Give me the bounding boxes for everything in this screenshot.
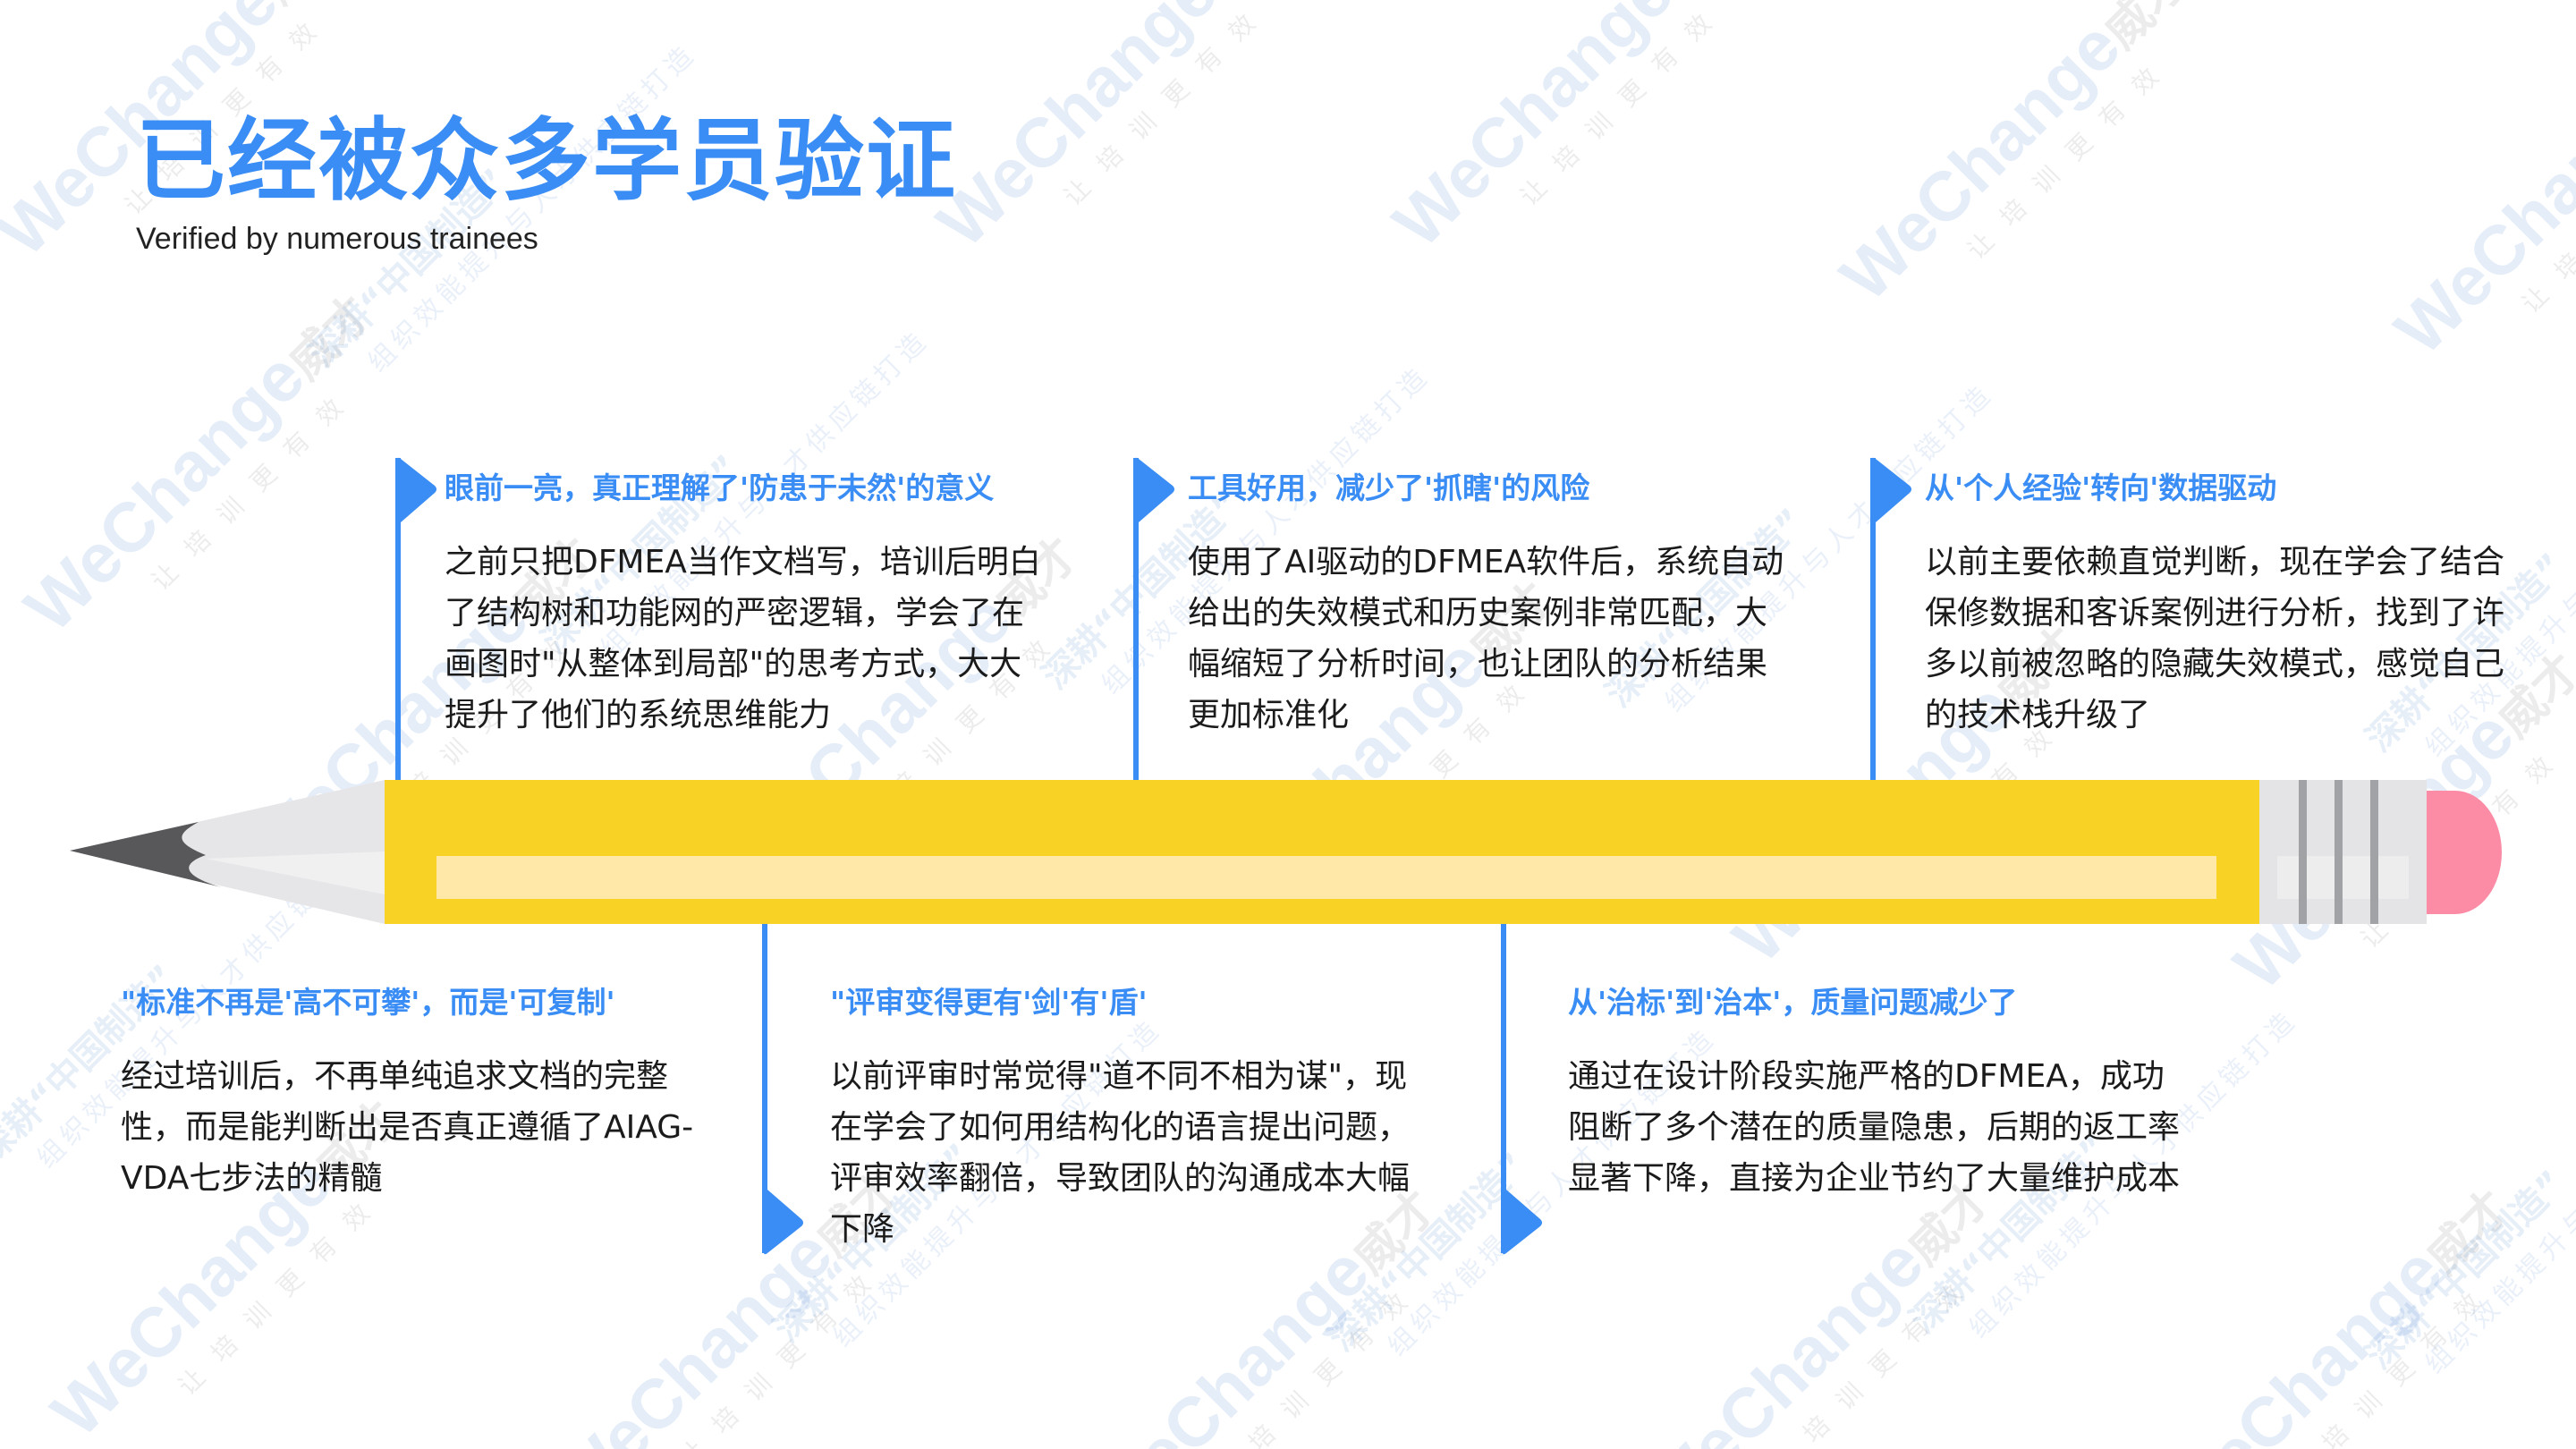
testimonial-card: "评审变得更有'剑'有'盾' 以前评审时常觉得"道不同不相为谋"，现在学会了如何… [830, 985, 1420, 1255]
testimonial-heading: "评审变得更有'剑'有'盾' [830, 985, 1148, 1020]
flag-pole [762, 924, 767, 1253]
flag-pole [1133, 458, 1139, 780]
flag-icon [397, 457, 436, 522]
testimonial-heading: "标准不再是'高不可攀'，而是'可复制' [121, 985, 615, 1020]
testimonial-heading: 眼前一亮，真正理解了'防患于未然'的意义 [445, 470, 995, 505]
flag-pole [1870, 458, 1876, 780]
testimonial-card: 从'个人经验'转向'数据驱动 以前主要依赖直觉判断，现在学会了结合保修数据和客诉… [1925, 470, 2533, 741]
pencil-highlight [436, 856, 2216, 899]
testimonial-heading: 从'个人经验'转向'数据驱动 [1925, 470, 2277, 505]
flag-icon [1135, 457, 1174, 522]
testimonial-body: 以前主要依赖直觉判断，现在学会了结合保修数据和客诉案例进行分析，找到了许多以前被… [1925, 544, 2505, 733]
pencil-wood-icon [70, 780, 385, 924]
testimonial-body: 之前只把DFMEA当作文档写，培训后明白了结构树和功能网的严密逻辑，学会了在画图… [445, 544, 1041, 733]
flag-pole [1501, 924, 1506, 1253]
flag-pole [395, 458, 401, 780]
testimonial-card: "标准不再是'高不可攀'，而是'可复制' 经过培训后，不再单纯追求文档的完整性，… [121, 985, 707, 1204]
pencil-body [385, 780, 2261, 924]
testimonial-card: 从'治标'到'治本'，质量问题减少了 通过在设计阶段实施严格的DFMEA，成功阻… [1568, 985, 2181, 1204]
testimonial-heading: 从'治标'到'治本'，质量问题减少了 [1568, 985, 2018, 1020]
testimonial-body: 使用了AI驱动的DFMEA软件后，系统自动给出的失效模式和历史案例非常匹配，大幅… [1188, 544, 1784, 733]
testimonial-body: 通过在设计阶段实施严格的DFMEA，成功阻断了多个潜在的质量隐患，后期的返工率显… [1568, 1058, 2181, 1197]
testimonial-card: 眼前一亮，真正理解了'防患于未然'的意义 之前只把DFMEA当作文档写，培训后明… [445, 470, 1053, 741]
testimonial-card: 工具好用，减少了'抓瞎'的风险 使用了AI驱动的DFMEA软件后，系统自动给出的… [1188, 470, 1796, 741]
testimonial-body: 以前评审时常觉得"道不同不相为谋"，现在学会了如何用结构化的语言提出问题，评审效… [830, 1058, 1411, 1248]
testimonial-heading: 工具好用，减少了'抓瞎'的风险 [1188, 470, 1590, 505]
pencil-eraser-icon [2427, 791, 2502, 914]
page-title: 已经被众多学员验证 [136, 108, 957, 213]
flag-icon [1872, 457, 1911, 522]
pencil-lead-icon [70, 822, 222, 887]
page-subtitle: Verified by numerous trainees [136, 222, 538, 256]
testimonial-body: 经过培训后，不再单纯追求文档的完整性，而是能判断出是否真正遵循了AIAG-VDA… [121, 1058, 694, 1197]
flag-icon [764, 1190, 803, 1255]
flag-icon [1503, 1190, 1542, 1255]
pencil-ferrule [2259, 780, 2427, 924]
